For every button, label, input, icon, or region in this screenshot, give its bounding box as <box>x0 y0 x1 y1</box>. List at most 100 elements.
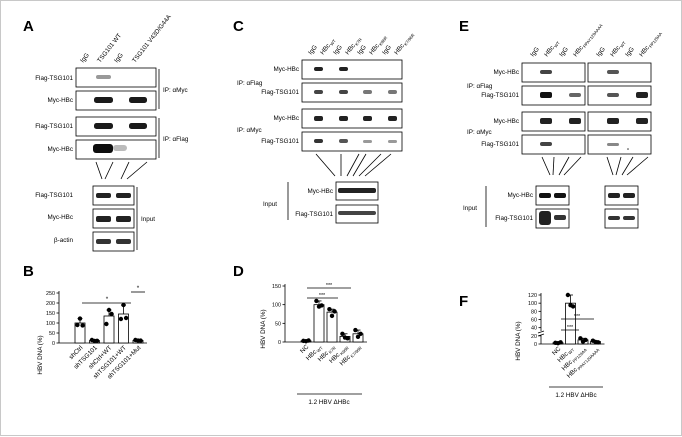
data-point <box>94 338 100 343</box>
lane-label: IgG <box>356 44 368 56</box>
band <box>363 116 372 121</box>
y-tick-label: 0 <box>52 341 55 347</box>
band <box>339 90 348 94</box>
band <box>96 193 111 198</box>
lane-label: IgG <box>558 46 570 58</box>
lane-label: IgG <box>529 46 541 58</box>
panel-label-c: C <box>233 18 244 35</box>
band <box>540 118 552 124</box>
lane-subscript: WT <box>619 40 627 49</box>
data-point <box>80 323 85 328</box>
band <box>569 118 581 124</box>
blot-label: Myc-HBc <box>493 69 519 76</box>
blot-label: Myc-HBc <box>47 146 73 153</box>
western-blot <box>587 134 652 155</box>
panel-label-f: F <box>459 293 468 310</box>
lane-label: IgG <box>595 46 607 58</box>
blot-label: Flag-TSG101 <box>481 141 519 148</box>
bar <box>313 304 325 343</box>
y-tick-label: 50 <box>49 331 55 337</box>
data-point <box>109 311 114 317</box>
lane-subscript: PPAY129AAAA <box>582 23 604 49</box>
western-blot <box>587 85 652 106</box>
lane-name: IgG <box>356 44 368 56</box>
band <box>636 92 648 98</box>
panel-label-e: E <box>459 18 469 35</box>
lane-label: TSG101 V43D/G44A <box>131 13 173 64</box>
group-label: 1.2 HBV ΔHBc <box>308 399 349 406</box>
lane-label: IgG <box>624 46 636 58</box>
band <box>113 145 127 151</box>
blot-label: Myc-HBc <box>273 115 299 122</box>
y-tick-label: 0 <box>278 340 281 346</box>
data-point <box>106 307 112 313</box>
panel-a: IgG TSG101 WT IgG TSG101 V43D/G44A Flag-… <box>35 13 189 252</box>
western-blot <box>75 67 157 88</box>
band <box>540 70 552 74</box>
y-tick-label: 0 <box>534 342 537 348</box>
band <box>339 67 348 71</box>
data-point <box>565 292 571 298</box>
lane-name: IgG <box>558 46 570 58</box>
panel-label-a: A <box>23 18 34 35</box>
category-name: NC <box>551 345 563 357</box>
band <box>388 116 397 121</box>
axis-break <box>537 333 545 337</box>
category-subscript: WT <box>567 347 575 355</box>
data-point <box>558 340 563 345</box>
band <box>608 193 620 198</box>
band <box>608 216 620 220</box>
y-tick-label: 100 <box>272 303 281 309</box>
panel-label-b: B <box>23 263 34 280</box>
western-blot <box>604 185 639 206</box>
y-tick-label: 20 <box>531 334 537 340</box>
band <box>554 215 566 220</box>
lane-name: IgG <box>307 44 319 56</box>
western-blot <box>521 85 586 106</box>
data-point <box>138 338 143 343</box>
data-point <box>329 313 335 319</box>
axis-break-gap <box>538 331 544 335</box>
lane-label: IgG <box>307 44 319 56</box>
input-label: Input <box>141 216 155 223</box>
data-point <box>332 309 337 314</box>
x-tick-label: NC <box>299 343 311 355</box>
data-point <box>358 331 363 336</box>
lane-label: HBcWT <box>609 38 627 58</box>
data-point <box>327 306 332 312</box>
lane-name: IgG <box>332 44 344 56</box>
data-point <box>583 337 588 343</box>
lane-label: IgG <box>79 52 91 64</box>
band <box>96 239 111 244</box>
speck <box>627 148 629 150</box>
data-point <box>353 327 358 333</box>
band <box>96 216 111 222</box>
data-point <box>570 304 576 309</box>
data-point <box>355 334 361 339</box>
data-point <box>345 336 350 341</box>
blot-label: Flag-TSG101 <box>481 92 519 99</box>
western-blot <box>301 82 403 103</box>
bar-chart-b: 050100150200250shCtrlshTSG101shCtrl+WTsh… <box>46 291 147 381</box>
western-blot <box>301 108 403 129</box>
y-axis-label: HBV DNA (%) <box>515 321 522 360</box>
y-tick-label: 120 <box>528 293 537 299</box>
band <box>607 118 619 124</box>
category-subscript: WT <box>316 345 324 353</box>
lane-label: IgG <box>113 52 125 64</box>
axis-break <box>537 330 545 334</box>
band <box>339 139 348 143</box>
lane-name: IgG <box>381 44 393 56</box>
y-axis-label: HBV DNA (%) <box>37 335 44 374</box>
data-point <box>306 338 311 343</box>
data-point <box>104 321 109 327</box>
y-tick-label: 150 <box>272 284 281 290</box>
data-point <box>75 322 80 328</box>
band <box>607 93 619 97</box>
ip-label: IP: αMyc <box>467 129 492 136</box>
band <box>540 142 552 146</box>
blot-label: β-actin <box>54 237 74 244</box>
lane-subscript: WT <box>553 40 561 49</box>
y-tick-label: 250 <box>46 291 55 297</box>
